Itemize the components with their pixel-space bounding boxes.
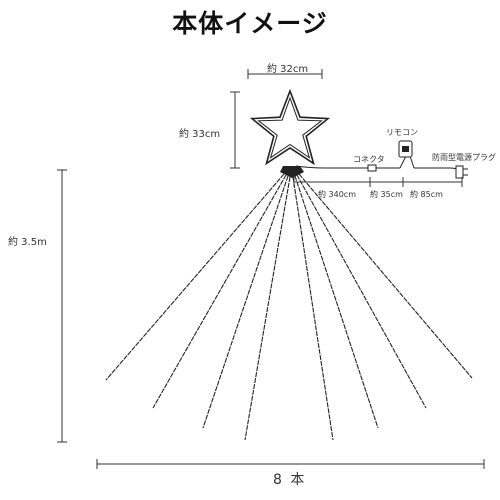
light-strand-7 [296, 174, 427, 409]
length-dimension [57, 169, 67, 443]
strand-count-label: 8 本 [273, 472, 307, 488]
page-title: 本体イメージ [172, 9, 328, 38]
star-width-dimension [247, 69, 323, 79]
star-height-label: 約 33cm [179, 129, 221, 140]
power-cord [295, 155, 463, 173]
light-strand-6 [294, 175, 379, 429]
cord-plug-label: 約 85cm [410, 190, 443, 199]
cord-mid-label: 約 35cm [370, 190, 403, 199]
power-plug [455, 165, 468, 179]
star-base-hub [280, 166, 304, 178]
strand-count-dimension [96, 459, 485, 469]
plug-label: 防雨型電源プラグ [432, 153, 496, 162]
light-strand-1 [105, 173, 285, 381]
light-strands [105, 173, 473, 441]
light-strand-8 [298, 173, 473, 379]
star-height-dimension [230, 91, 240, 169]
connector-label: コネクタ [353, 155, 385, 164]
remote-control [398, 140, 413, 158]
cord-dimension [293, 177, 463, 187]
light-strand-3 [202, 175, 289, 429]
light-strand-4 [244, 176, 291, 441]
remote-label: リモコン [386, 128, 418, 137]
cord-main-label: 約 340cm [318, 190, 357, 199]
length-label: 約 3.5m [8, 237, 47, 248]
light-strand-5 [292, 176, 334, 441]
star-width-label: 約 32cm [267, 64, 309, 75]
star-topper [249, 88, 331, 166]
light-strand-2 [152, 174, 287, 409]
